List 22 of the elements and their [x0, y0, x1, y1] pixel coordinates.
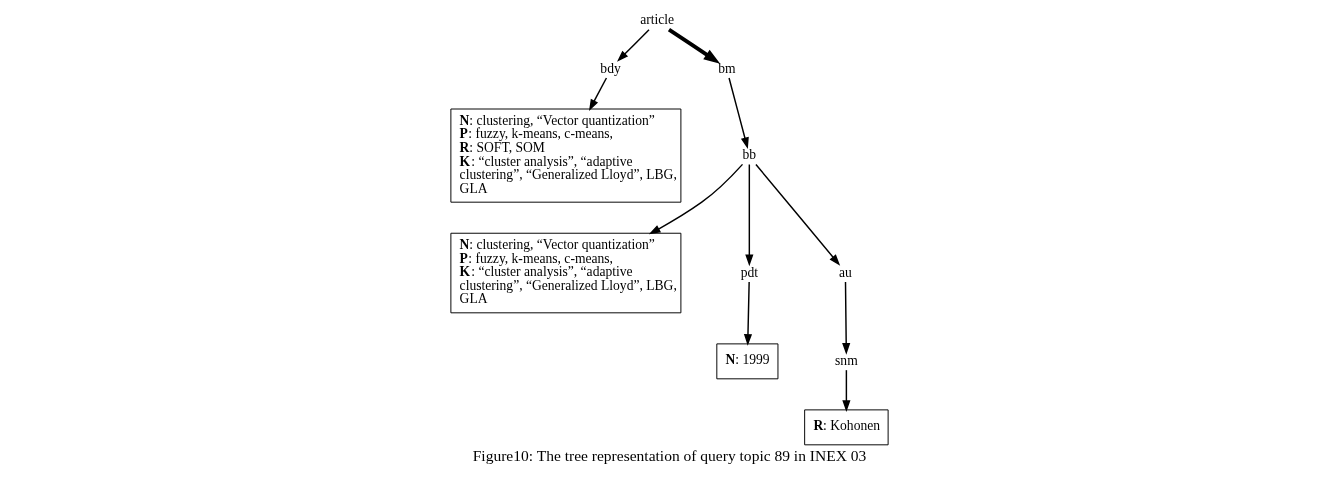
node-text: au	[839, 264, 852, 280]
node-box: R: Kohonen	[804, 409, 889, 446]
arrow	[842, 281, 851, 355]
node-text: article	[640, 12, 675, 28]
arrow	[617, 29, 650, 62]
caption: Figure10: The tree representation of query topic 89 in INEX 03	[472, 447, 867, 465]
arrow	[588, 77, 608, 111]
node-box: N: clustering, “Vector quantization” P: fuzzy, k-means, c-means, K: “cluster analysis”, “adaptive clustering”, “Generalized Lloyd”, LBG, GLA	[450, 232, 682, 314]
node-box: N: clustering, “Vector quantization” P: fuzzy, k-means, c-means, R: SOFT, SOM K: “cluster analysis”, “adaptive clustering”, “Generalized Lloyd”, LBG, GLA	[450, 108, 682, 203]
arrow	[755, 163, 841, 266]
node-text: bb	[742, 147, 757, 163]
node-text: bdy	[600, 60, 621, 76]
arrow	[743, 281, 753, 346]
node-box: N: 1999	[716, 343, 779, 380]
arrow	[648, 163, 744, 235]
arrow	[745, 163, 754, 267]
node-text: pdt	[740, 264, 759, 280]
node-text: snm	[835, 352, 858, 368]
arrow	[667, 27, 721, 64]
arrow	[842, 369, 851, 413]
node-text: bm	[718, 60, 736, 76]
arrow	[728, 77, 749, 149]
